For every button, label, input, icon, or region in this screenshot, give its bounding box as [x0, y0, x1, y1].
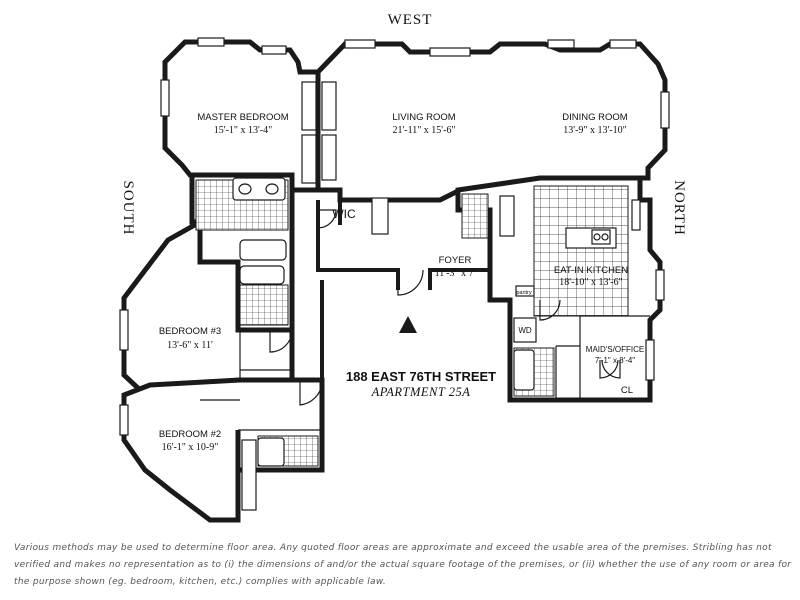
- compass-south: SOUTH: [120, 180, 136, 235]
- address-street: 188 EAST 76TH STREET: [346, 369, 496, 384]
- dining-room-name: DINING ROOM: [562, 112, 628, 123]
- compass-west: WEST: [388, 12, 433, 28]
- floor-plan: WEST SOUTH NORTH: [119, 12, 687, 523]
- kitchen-dims: 18'-10" x 13'-6": [559, 277, 622, 288]
- partitions: [200, 315, 650, 431]
- washer-dryer-label: WD: [518, 326, 532, 335]
- powder-tile: [461, 193, 489, 239]
- closet-label: CL: [621, 385, 633, 396]
- kitchen-name: EAT-IN KITCHEN: [554, 265, 628, 276]
- dining-room-dims: 13'-9" x 13'-10": [563, 125, 626, 136]
- compass-north: NORTH: [671, 180, 687, 236]
- living-dining-wall: [315, 41, 668, 203]
- bedroom3-name: BEDROOM #3: [159, 326, 221, 337]
- foyer-dims: 11'-3" x 7': [435, 268, 476, 279]
- pantry-label: pantry: [516, 290, 532, 296]
- disclaimer-text: Various methods may be used to determine…: [14, 543, 792, 587]
- corridor-wall: [316, 200, 490, 470]
- bath-fixtures: [232, 177, 617, 467]
- master-bedroom-dims: 15'-1" x 13'-4": [214, 125, 272, 136]
- kitchen-floor: [533, 185, 629, 317]
- maids-office-dims: 7'-1" x 8'-4": [595, 356, 635, 365]
- bath-2-tile: [239, 284, 289, 326]
- bedroom2-name: BEDROOM #2: [159, 429, 221, 440]
- maids-office-name: MAID'S/OFFICE: [586, 345, 644, 354]
- address-apartment: APARTMENT 25A: [371, 385, 471, 399]
- foyer-name: FOYER: [439, 255, 472, 266]
- living-room-dims: 21'-11" x 15'-6": [392, 125, 455, 136]
- bedroom2-dims: 16'-1" x 10-9": [162, 442, 219, 453]
- master-bedroom-name: MASTER BEDROOM: [197, 112, 288, 123]
- entrance-marker: [399, 316, 417, 333]
- living-room-name: LIVING ROOM: [392, 112, 455, 123]
- doors: [269, 209, 621, 406]
- wic-label: WIC: [332, 207, 356, 221]
- bedroom3-dims: 13'-6" x 11': [167, 340, 213, 351]
- windows: [119, 37, 670, 436]
- closets: [241, 81, 389, 511]
